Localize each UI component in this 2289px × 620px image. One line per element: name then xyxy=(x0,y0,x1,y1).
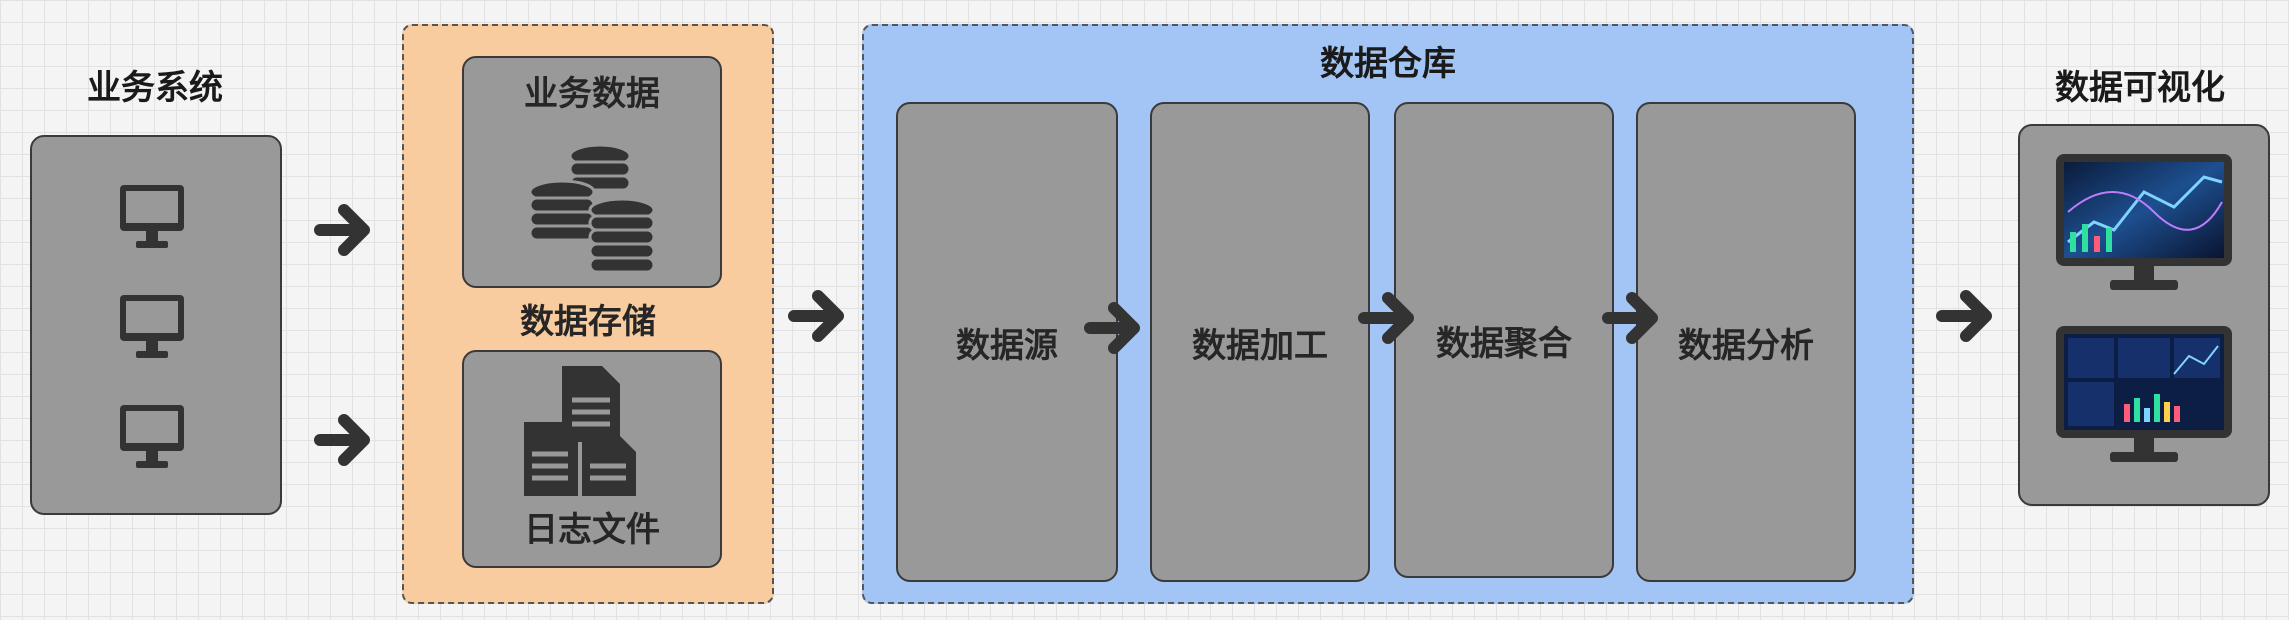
dashboard-screen-icon xyxy=(2056,326,2232,462)
stage-label: 数据加工 xyxy=(1192,325,1328,366)
arrow-right-icon xyxy=(786,284,850,348)
stage-label: 数据聚合 xyxy=(1436,323,1572,364)
stage-data-aggregation: 数据聚合 xyxy=(1394,102,1614,578)
business-system-title: 业务系统 xyxy=(87,68,223,108)
data-visualization-box xyxy=(2018,124,2270,506)
business-data-box: 业务数据 xyxy=(462,56,722,288)
stage-data-processing: 数据加工 xyxy=(1150,102,1370,582)
arrow-right-icon xyxy=(312,408,376,472)
arrow-right-icon xyxy=(1082,296,1146,360)
stage-label: 数据分析 xyxy=(1678,325,1814,366)
monitor-icon xyxy=(120,185,184,248)
log-files-label: 日志文件 xyxy=(524,510,660,550)
business-system-box xyxy=(30,135,282,515)
data-warehouse-title: 数据仓库 xyxy=(1320,44,1456,84)
arrow-right-icon xyxy=(1600,286,1664,350)
monitor-icon xyxy=(120,295,184,358)
chart-screen-icon xyxy=(2056,154,2232,290)
arrow-right-icon xyxy=(1934,284,1998,348)
database-icon xyxy=(528,143,656,274)
stage-data-source: 数据源 xyxy=(896,102,1118,582)
arrow-right-icon xyxy=(1356,286,1420,350)
data-visualization-title: 数据可视化 xyxy=(2055,68,2225,108)
stage-label: 数据源 xyxy=(956,325,1058,366)
arrow-right-icon xyxy=(312,198,376,262)
stage-data-analysis: 数据分析 xyxy=(1636,102,1856,582)
data-storage-title: 数据存储 xyxy=(520,302,656,342)
business-data-label: 业务数据 xyxy=(524,74,660,114)
documents-icon xyxy=(524,366,636,496)
log-files-box: 日志文件 xyxy=(462,350,722,568)
monitor-icon xyxy=(120,405,184,468)
